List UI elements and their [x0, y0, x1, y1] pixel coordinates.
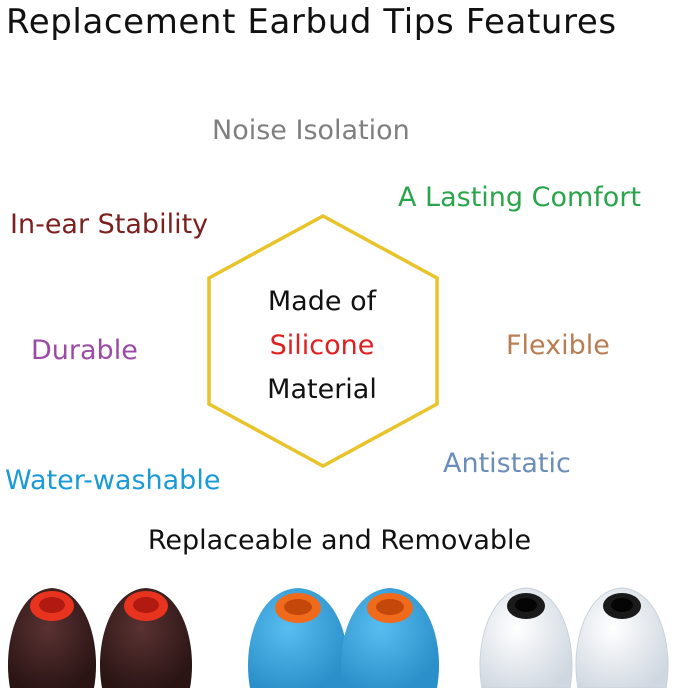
- feature-flexible: Flexible: [506, 330, 610, 361]
- removable-caption: Replaceable and Removable: [147, 525, 532, 556]
- black-earbud-tip-1: [7, 588, 97, 688]
- hexagon-frame: [207, 214, 439, 468]
- clear-earbud-tip-2: [575, 587, 669, 688]
- blue-earbud-tip-1: [248, 588, 348, 688]
- feature-durable: Durable: [31, 335, 138, 366]
- feature-noise-isolation: Noise Isolation: [212, 115, 410, 146]
- blue-earbud-tip-2: [340, 588, 440, 688]
- material-line-1: Made of: [267, 286, 377, 317]
- clear-earbud-tip-1: [479, 587, 573, 688]
- hexagon-outline: [207, 214, 439, 468]
- feature-water-washable: Water-washable: [5, 465, 221, 496]
- earbud-tips-image: [7, 587, 669, 688]
- feature-in-ear-stability: In-ear Stability: [10, 209, 209, 240]
- feature-antistatic: Antistatic: [443, 448, 571, 479]
- material-label: Made of Silicone Material: [232, 280, 412, 412]
- black-earbud-tip-2: [99, 588, 193, 688]
- material-line-3: Material: [267, 374, 377, 405]
- material-line-silicone: Silicone: [269, 330, 375, 361]
- feature-lasting-comfort: A Lasting Comfort: [398, 182, 642, 213]
- page-title: Replacement Earbud Tips Features: [6, 2, 617, 42]
